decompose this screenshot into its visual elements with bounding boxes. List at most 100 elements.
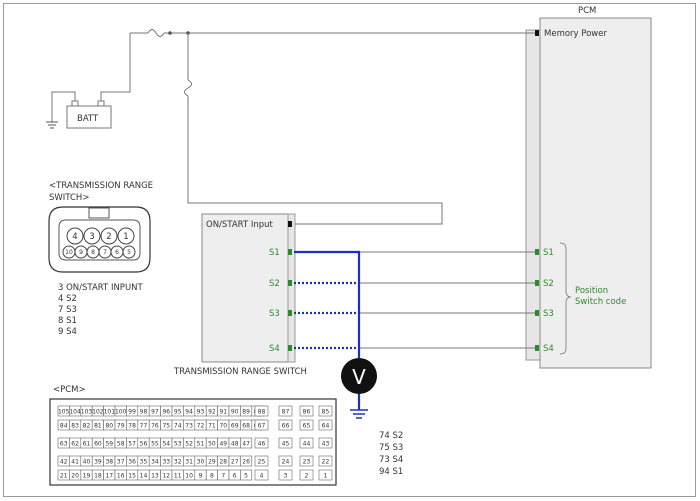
trs-pin-cell bbox=[122, 245, 136, 259]
pcm-pin-number: 19 bbox=[83, 473, 91, 480]
trs-pinout-line: 3 ON/START INPUNT bbox=[58, 283, 144, 293]
pcm-box bbox=[539, 17, 652, 369]
fuse-2 bbox=[184, 79, 192, 97]
pcm-pin-number: 72 bbox=[197, 423, 205, 430]
trs-top-pin: 2 bbox=[106, 232, 111, 242]
trs-pinout-line: 9 S4 bbox=[58, 327, 77, 337]
pcm-pin-number: 105 bbox=[58, 409, 70, 416]
pcm-pin-cell bbox=[254, 405, 269, 417]
diagram-frame bbox=[3, 3, 696, 497]
pcm-pin-number: 62 bbox=[71, 441, 79, 448]
probe-s1 bbox=[294, 250, 361, 358]
pcm-pin-cell bbox=[299, 405, 314, 417]
battery-box bbox=[66, 105, 112, 129]
pcm-pin-cell bbox=[240, 469, 253, 481]
trs-bottom-pin: 6 bbox=[115, 249, 119, 256]
pcm-pin-number: 96 bbox=[162, 409, 170, 416]
voltmeter bbox=[341, 358, 377, 394]
trs-pinout-line: 8 S1 bbox=[58, 316, 77, 326]
pcm-pin-number: 54 bbox=[162, 441, 170, 448]
pcm-pin-number: 94 bbox=[185, 409, 193, 416]
pcm-pin-number: 78 bbox=[128, 423, 136, 430]
pcm-pin-number: 9 bbox=[199, 473, 203, 480]
pcm-pin-cell bbox=[318, 469, 333, 481]
trs-terminal-s1 bbox=[288, 249, 292, 255]
pcm-pin-number: 76 bbox=[151, 423, 159, 430]
pcm-pin-number: 29 bbox=[208, 459, 216, 466]
ground-batt bbox=[46, 121, 58, 129]
trs-pin-cell bbox=[100, 227, 118, 245]
pcm-pin-cell bbox=[299, 419, 314, 431]
pcm-pin-cell bbox=[299, 469, 314, 481]
battery-terminal-neg bbox=[71, 100, 79, 107]
pcm-pin-number: 89 bbox=[242, 409, 250, 416]
pcm-pin-number: 12 bbox=[162, 473, 170, 480]
pcm-pin-number: 100 bbox=[115, 409, 127, 416]
pcm-pin-number: 71 bbox=[208, 423, 216, 430]
pcm-pin-s4: S4 bbox=[543, 344, 554, 354]
trs-pin-s1: S1 bbox=[269, 248, 280, 258]
pcm-pin-number: 5 bbox=[244, 473, 248, 480]
pcm-pin-s2: S2 bbox=[543, 279, 554, 289]
pcm-pin-number: 87 bbox=[282, 409, 290, 416]
pcm-pin-cell bbox=[254, 469, 269, 481]
junction-dot-1 bbox=[168, 31, 172, 35]
pcm-memory-power-label: Memory Power bbox=[544, 29, 607, 39]
trs-pin-cell bbox=[83, 227, 101, 245]
pcm-pin-number: 41 bbox=[71, 459, 79, 466]
pcm-pin-cell bbox=[240, 437, 253, 449]
pcm-pin-number: 98 bbox=[140, 409, 148, 416]
pcm-pin-number: 47 bbox=[242, 441, 250, 448]
pcm-pin-number: 103 bbox=[81, 409, 93, 416]
pcm-pin-number: 23 bbox=[303, 459, 311, 466]
pcm-pin-cell bbox=[254, 419, 269, 431]
pcm-pin-number: 27 bbox=[231, 459, 239, 466]
pcm-pin-number: 81 bbox=[94, 423, 102, 430]
pcm-pin-number: 46 bbox=[258, 441, 266, 448]
pcm-pin-number: 22 bbox=[322, 459, 330, 466]
pcm-pin-number: 74 bbox=[174, 423, 182, 430]
trs-terminal-s4 bbox=[288, 345, 292, 351]
pcm-pin-number: 58 bbox=[117, 441, 125, 448]
trs-on-start-label: ON/START Input bbox=[206, 220, 274, 230]
trs-pin-cell bbox=[66, 227, 84, 245]
pcm-terminal-s4 bbox=[535, 345, 539, 351]
pcm-pin-number: 65 bbox=[303, 423, 311, 430]
pcm-pin-number: 20 bbox=[71, 473, 79, 480]
pcm-pin-number: 73 bbox=[185, 423, 193, 430]
pcm-title: PCM bbox=[578, 6, 596, 16]
trs-pinout-line: 7 S3 bbox=[58, 305, 77, 315]
pcm-pin-cell bbox=[254, 455, 269, 467]
pcm-pin-number: 85 bbox=[322, 409, 330, 416]
pcm-pin-cell bbox=[299, 437, 314, 449]
position-brace bbox=[559, 242, 572, 355]
pcm-pin-number: 15 bbox=[128, 473, 136, 480]
pcm-pin-number: 63 bbox=[60, 441, 68, 448]
battery-terminal-pos bbox=[97, 100, 105, 107]
trs-connector-strip bbox=[287, 213, 296, 363]
pcm-pin-number: 56 bbox=[140, 441, 148, 448]
wire-batt-negative bbox=[51, 91, 76, 122]
pcm-pin-number: 60 bbox=[94, 441, 102, 448]
pcm-pinout-line: 94 S1 bbox=[379, 467, 403, 477]
pcm-pin-number: 67 bbox=[258, 423, 266, 430]
pcm-pin-number: 10 bbox=[185, 473, 193, 480]
pcm-pin-number: 99 bbox=[128, 409, 136, 416]
trs-bottom-pin: 5 bbox=[127, 249, 131, 256]
pcm-pin-number: 14 bbox=[140, 473, 148, 480]
wire-ignition-feed bbox=[187, 96, 443, 225]
pcm-pin-cell bbox=[318, 405, 333, 417]
pcm-pin-number: 80 bbox=[105, 423, 113, 430]
pcm-pin-s1: S1 bbox=[543, 248, 554, 258]
pcm-pin-number: 97 bbox=[151, 409, 159, 416]
trs-bottom-pin: 9 bbox=[79, 249, 83, 256]
trs-bottom-pin: 7 bbox=[103, 249, 107, 256]
trs-connector-key bbox=[88, 207, 110, 219]
pcm-connector-title: <PCM> bbox=[53, 385, 86, 395]
pcm-pin-number: 2 bbox=[305, 473, 309, 480]
pcm-pin-number: 43 bbox=[322, 441, 330, 448]
pcm-pin-cell bbox=[278, 437, 293, 449]
trs-caption: TRANSMISSION RANGE SWITCH bbox=[173, 367, 307, 377]
